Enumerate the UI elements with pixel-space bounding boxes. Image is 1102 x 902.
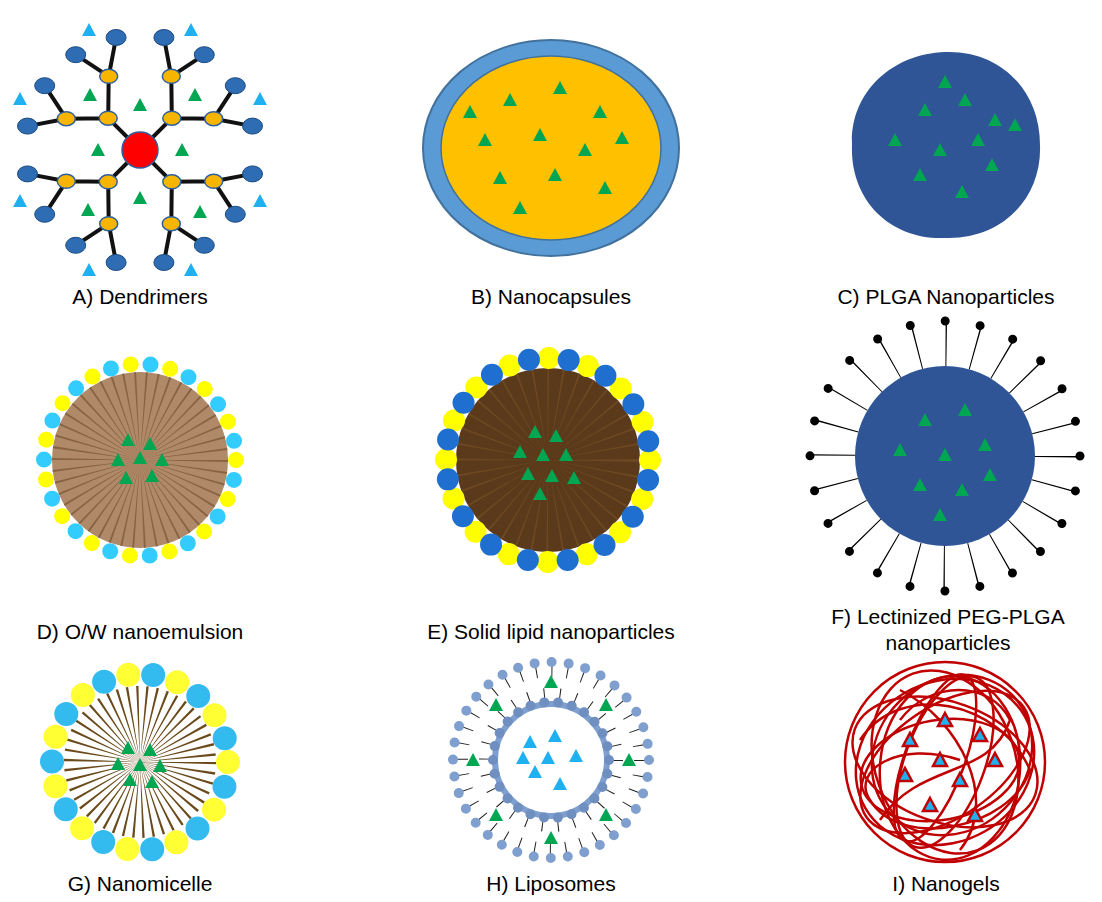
- figure-label: D) O/W nanoemulsion: [37, 620, 244, 643]
- figure-label: F) Lectinized PEG-PLGA nanoparticles: [798, 604, 1098, 657]
- nanoemulsion: [44, 364, 236, 556]
- figure-label: A) Dendrimers: [72, 285, 207, 308]
- nanocapsule: [423, 40, 679, 256]
- figure-label: B) Nanocapsules: [471, 285, 631, 308]
- lectinized-peg-plga-nanoparticle: [810, 321, 1080, 591]
- nanogel: [825, 642, 1065, 877]
- figure-label: C) PLGA Nanoparticles: [837, 285, 1054, 308]
- nanomicelle: [52, 674, 228, 850]
- figure-label: I) Nanogels: [892, 872, 999, 895]
- solid-lipid-nanoparticle: [446, 358, 650, 562]
- liposome: [453, 662, 649, 858]
- figure-label: G) Nanomicelle: [68, 872, 213, 895]
- plga-nanoparticle: [852, 52, 1040, 238]
- figure-label: E) Solid lipid nanoparticles: [427, 620, 674, 643]
- figure-label: H) Liposomes: [486, 872, 616, 895]
- dendrimer: [13, 23, 267, 276]
